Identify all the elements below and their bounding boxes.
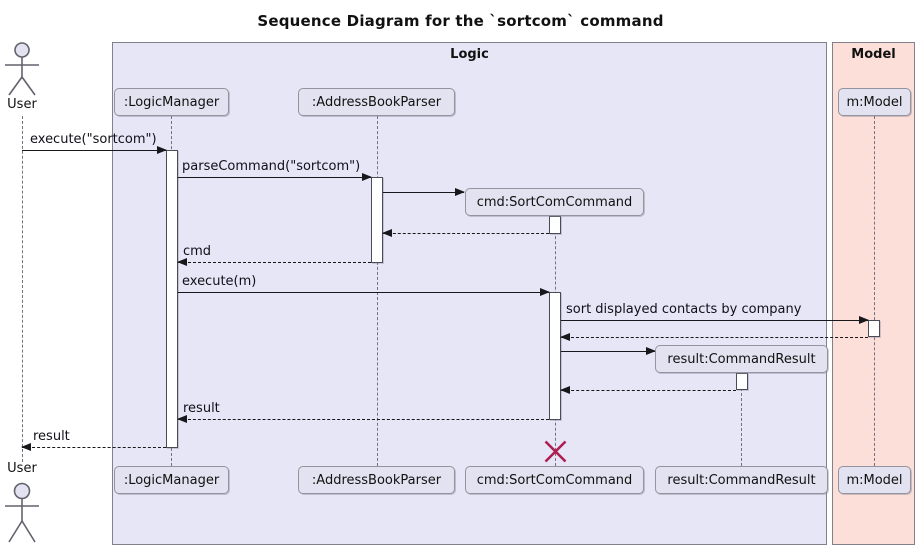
participant-addressbookparser-bottom: :AddressBookParser [298, 466, 455, 494]
arrowhead-left-icon [560, 333, 570, 341]
destroy-x-icon [544, 440, 567, 463]
arrowhead-right-icon [646, 347, 656, 355]
arrowhead-left-icon [560, 386, 570, 394]
logic-frame-label: Logic [450, 47, 489, 62]
user-label-bottom: User [7, 461, 37, 476]
user-actor-icon [5, 42, 39, 96]
lifeline-commandresult [741, 373, 742, 466]
participant-sortcomcommand-bottom: cmd:SortComCommand [465, 466, 644, 494]
arrowhead-right-icon [455, 188, 465, 196]
model-frame: Model [832, 42, 915, 545]
user-label-top: User [7, 97, 37, 112]
participant-logicmanager-bottom: :LogicManager [114, 466, 229, 494]
lifeline-user [22, 116, 23, 462]
diagram-title: Sequence Diagram for the `sortcom` comma… [257, 12, 664, 30]
activation-commandresult-create [736, 373, 748, 390]
arrowhead-right-icon [157, 146, 167, 154]
arrowhead-left-icon [21, 443, 31, 451]
arrowhead-left-icon [177, 258, 187, 266]
participant-model-top: m:Model [838, 88, 911, 116]
lifeline-addressbookparser [377, 116, 378, 466]
participant-logicmanager-top: :LogicManager [114, 88, 229, 116]
participant-model-bottom: m:Model [838, 466, 911, 494]
arrowhead-left-icon [382, 229, 392, 237]
arrowhead-right-icon [859, 316, 869, 324]
activation-sortcomcommand-execute [549, 292, 561, 420]
arrowhead-left-icon [177, 415, 187, 423]
user-actor-icon [5, 482, 39, 543]
participant-commandresult-bottom: result:CommandResult [655, 466, 828, 494]
activation-sortcomcommand-create [549, 216, 561, 234]
arrowhead-right-icon [362, 173, 372, 181]
arrowhead-right-icon [540, 288, 550, 296]
activation-model [868, 320, 880, 337]
model-frame-label: Model [851, 47, 896, 62]
lifeline-model [874, 116, 875, 466]
participant-commandresult-created: result:CommandResult [655, 345, 828, 373]
participant-addressbookparser-top: :AddressBookParser [298, 88, 455, 116]
activation-logicmanager [166, 150, 178, 448]
participant-sortcomcommand-created: cmd:SortComCommand [465, 188, 644, 216]
logic-frame: Logic [112, 42, 827, 545]
activation-addressbookparser [371, 177, 383, 263]
